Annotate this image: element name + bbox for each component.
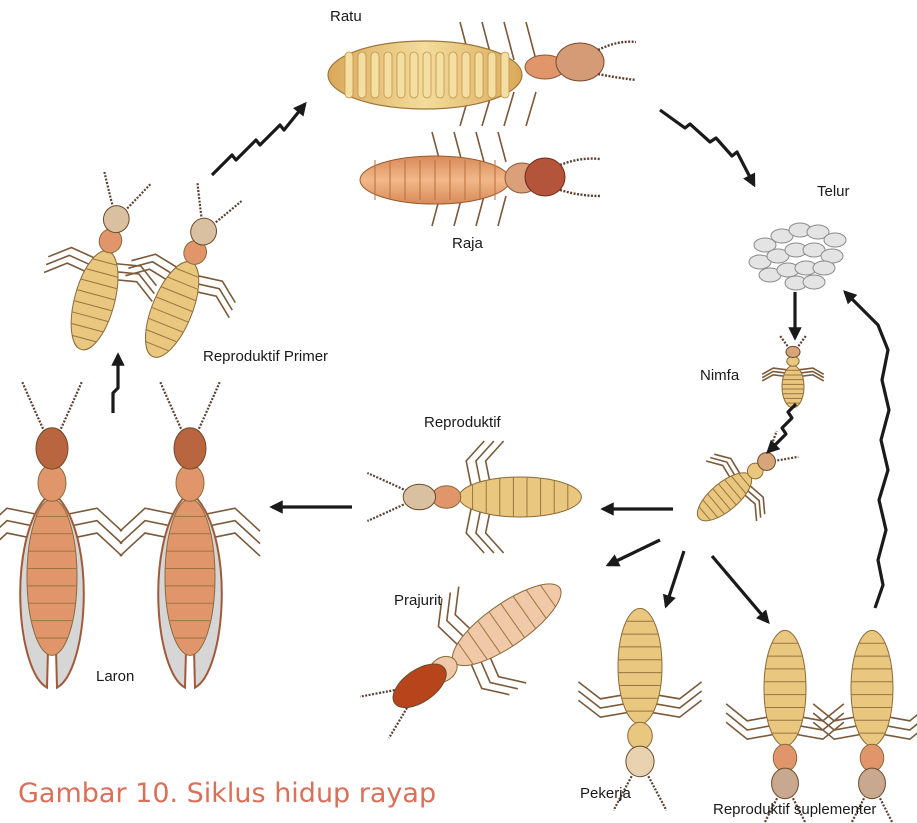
arrow-suplementer-to-telur xyxy=(845,292,889,608)
nymph-termite xyxy=(762,335,824,407)
eggs-cluster xyxy=(749,223,846,290)
figure-caption: Gambar 10. Siklus hidup rayap xyxy=(18,778,436,809)
arrow-ratu-to-telur xyxy=(660,110,754,185)
label-telur: Telur xyxy=(817,183,850,200)
arrow-older-to-pekerja xyxy=(666,551,684,606)
arrow-primary-to-ratu xyxy=(212,104,305,175)
label-laron: Laron xyxy=(96,668,134,685)
king-termite xyxy=(360,132,600,226)
label-reproduktif: Reproduktif xyxy=(424,414,501,431)
worker-termite xyxy=(578,608,701,810)
arrow-laron-to-primary xyxy=(113,355,118,413)
alate-right xyxy=(120,381,260,687)
arrow-older-to-suplementer xyxy=(712,556,768,622)
soldier-termite xyxy=(341,540,594,766)
label-reproduktif-primer: Reproduktif Primer xyxy=(203,348,328,365)
primary-reproductive-right xyxy=(101,171,272,378)
arrow-older-to-prajurit xyxy=(608,540,660,565)
queen-termite xyxy=(328,22,636,126)
alate-left xyxy=(0,381,122,687)
label-pekerja: Pekerja xyxy=(580,785,631,802)
label-ratu: Ratu xyxy=(330,8,362,25)
label-raja: Raja xyxy=(452,235,483,252)
label-prajurit: Prajurit xyxy=(394,592,442,609)
older-nymph-termite xyxy=(674,414,813,548)
reproductive-termite xyxy=(367,441,581,553)
supplementary-reproductive-right xyxy=(813,630,917,823)
supplementary-reproductive-left xyxy=(726,630,844,823)
label-reproduktif-suplementer: Reproduktif suplementer xyxy=(713,801,876,818)
arrow-nimfa-to-older xyxy=(768,404,796,452)
label-nimfa: Nimfa xyxy=(700,367,739,384)
